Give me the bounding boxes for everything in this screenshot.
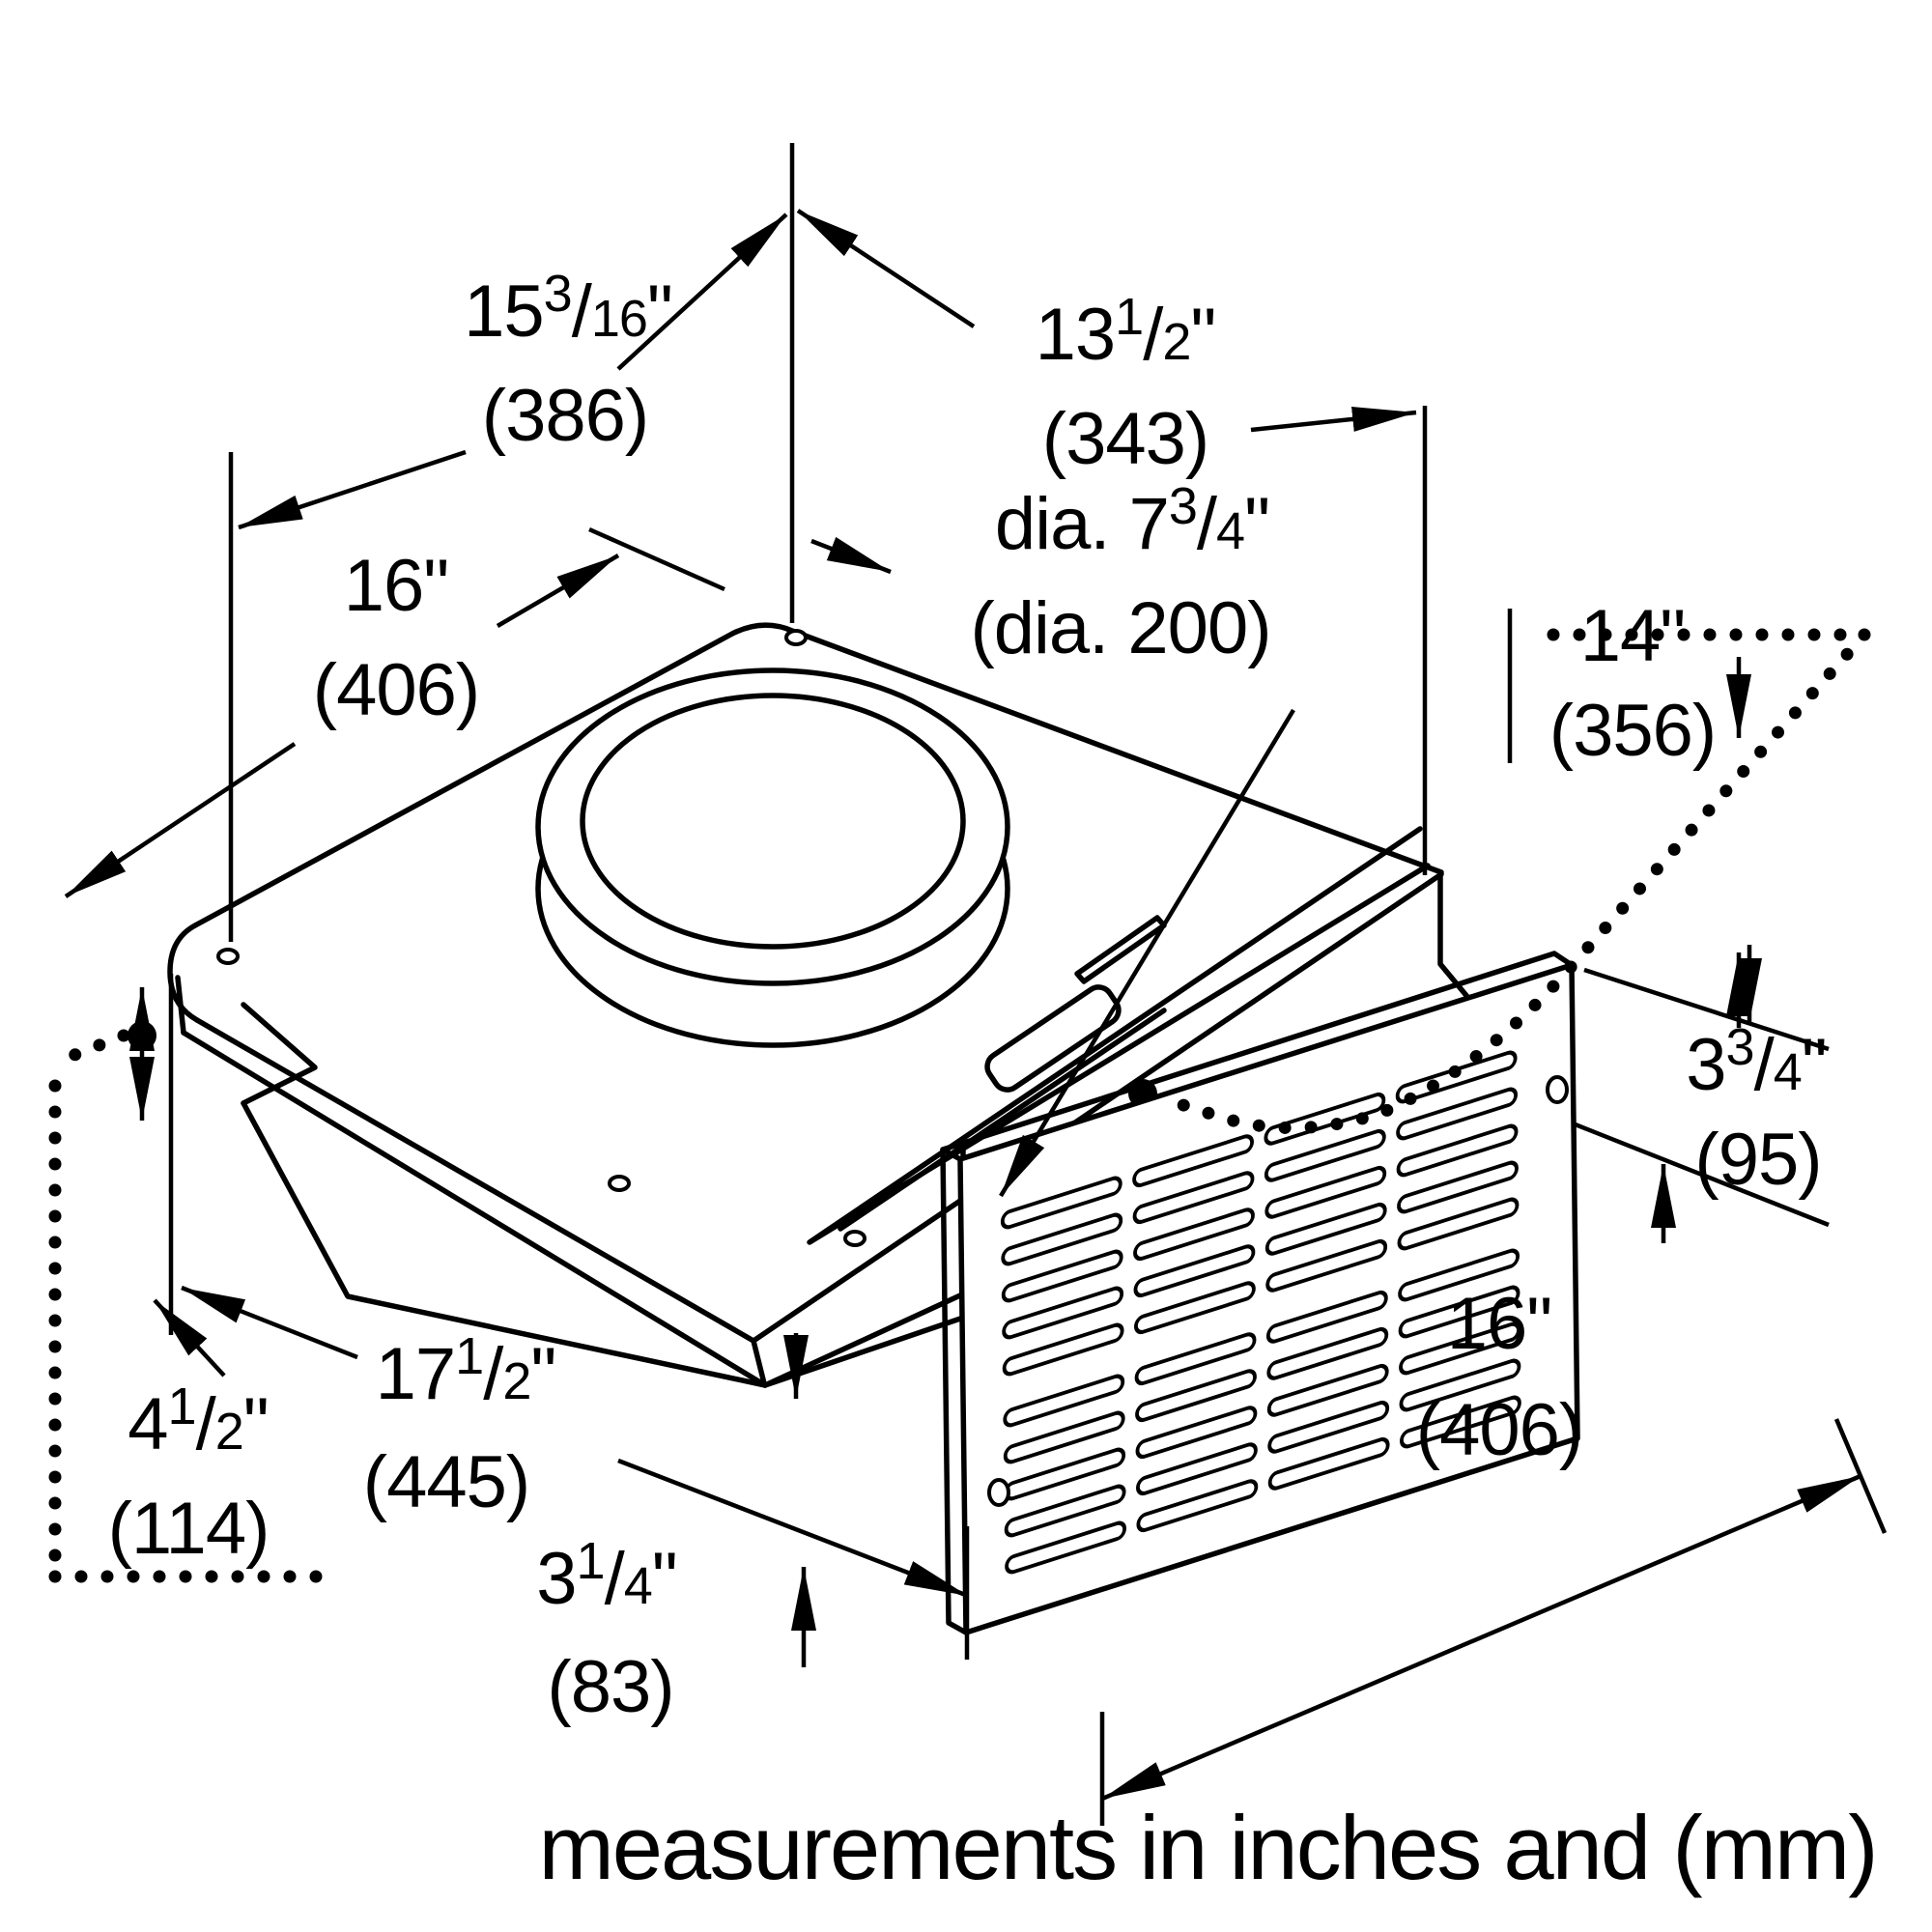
witness-line	[1583, 967, 1830, 1052]
dotted-diagonal-line	[1162, 628, 1871, 1135]
dim-13-1-2-label: 131/2"	[1036, 288, 1216, 376]
dim-dia-7-3-4: dia. 73/4" (dia. 200)	[810, 477, 1295, 1198]
louver-slat	[1002, 1286, 1124, 1340]
louver-slat	[1264, 1165, 1387, 1219]
body-bottom-left-edge	[241, 1100, 768, 1388]
left-face-fold	[241, 1002, 318, 1106]
witness-line	[1572, 1121, 1830, 1228]
louver-slat	[1001, 1249, 1123, 1303]
top-plate	[167, 622, 1444, 1386]
louver-slat	[1264, 1092, 1386, 1146]
louver-slat	[1267, 1400, 1390, 1454]
note-measurements: measurements in inches and (mm)	[538, 1797, 1876, 1898]
dim-16-top-mm: (406)	[313, 649, 479, 731]
louver-slat	[1264, 1128, 1386, 1182]
vent-panel-left-strip	[940, 1147, 969, 1635]
mounting-hole	[784, 629, 808, 646]
dim-16-top: 16" (406)	[64, 526, 725, 898]
louver-slat	[1266, 1363, 1389, 1417]
dim-15-3-16-label: 153/16"	[464, 265, 672, 353]
louver-slat	[1397, 1160, 1519, 1214]
mounting-hole	[843, 1230, 867, 1247]
mounting-hole	[608, 1175, 631, 1192]
louver-slat	[1133, 1208, 1255, 1262]
dim-15-3-16: 153/16" (386)	[228, 213, 788, 942]
louver-slat	[1001, 1212, 1123, 1266]
plate-front-right-edge	[751, 1198, 963, 1344]
dim-16-bottom-label: 16"	[1447, 1283, 1552, 1365]
louver-slat	[1135, 1369, 1257, 1423]
flange-rail	[807, 826, 1431, 1245]
louver-slat	[1396, 1087, 1519, 1141]
flange-slot	[984, 984, 1122, 1093]
louver-slat	[1265, 1238, 1388, 1293]
louver-slat	[1000, 1176, 1122, 1230]
mounting-hole	[216, 948, 240, 965]
dim-dia-mm: (dia. 200)	[970, 587, 1270, 669]
louver-slat	[1398, 1248, 1520, 1302]
flange-inner-line	[838, 1008, 1167, 1232]
hood-unit	[167, 618, 1580, 1659]
louver-slat	[1264, 1202, 1387, 1256]
dim-3-3-4-mm: (95)	[1694, 1119, 1821, 1201]
dim-dia-label: dia. 73/4"	[995, 477, 1269, 565]
body-band-left-edge	[175, 975, 186, 1036]
panel-screw-hole	[1546, 1075, 1569, 1104]
witness-tick	[588, 526, 725, 592]
louver-slat	[1134, 1332, 1257, 1386]
dim-4-1-2-mm: (114)	[108, 1488, 270, 1570]
louver-slat	[1002, 1322, 1124, 1377]
dim-13-1-2-mm: (343)	[1042, 398, 1208, 480]
louver-slat	[1400, 1395, 1521, 1449]
louver-slat	[1132, 1171, 1255, 1225]
dim-16-top-label: 16"	[344, 545, 449, 627]
vent-panel-top-strip	[940, 951, 1575, 1162]
dim-17-1-2-label: 171/2"	[376, 1327, 556, 1415]
louver-slat	[1398, 1285, 1520, 1339]
louver-slat	[1396, 1123, 1519, 1178]
dim-17-1-2-mm: (445)	[363, 1441, 529, 1523]
louver-slat	[1133, 1244, 1256, 1298]
body-lower	[175, 869, 1471, 1388]
louver-slat	[1399, 1321, 1520, 1376]
dim-3-1-4-label: 31/4"	[536, 1532, 676, 1620]
duct-collar-inner-rim	[580, 693, 966, 950]
dim-14: 14" (356)	[1162, 595, 1871, 1135]
dim-14-mm: (356)	[1549, 690, 1716, 772]
dim-15-3-16-mm: (386)	[482, 375, 648, 457]
louver-slat	[1399, 1358, 1521, 1412]
dim-16-bottom: 16" (406)	[1099, 1283, 1888, 1826]
louver-slat	[1266, 1326, 1389, 1380]
louver-slat	[1003, 1374, 1125, 1428]
dim-16-bottom-mm: (406)	[1416, 1389, 1582, 1471]
louver-slat	[1132, 1134, 1254, 1188]
duct-collar	[535, 668, 1010, 1048]
louver-slat	[1265, 1290, 1388, 1344]
dim-3-1-4-mm: (83)	[547, 1646, 673, 1728]
dim-4-1-2: 41/2" (114)	[48, 987, 327, 1583]
dim-4-1-2-label: 41/2"	[128, 1378, 268, 1465]
louver-slat	[1397, 1197, 1520, 1251]
dim-3-1-4: 31/4" (83)	[536, 1333, 816, 1728]
louver-slat	[1135, 1406, 1258, 1460]
dim-3-3-4-label: 33/4"	[1686, 1018, 1826, 1106]
dim-17-1-2: 171/2" (445)	[168, 974, 970, 1660]
panel-screw-hole	[987, 1478, 1010, 1507]
dim-13-1-2: 131/2" (343)	[796, 209, 1428, 875]
louver-slat	[1134, 1281, 1256, 1335]
dotted-stub	[53, 1029, 130, 1067]
dim-14-label: 14"	[1580, 595, 1686, 677]
dim-3-3-4: 33/4" (95)	[1572, 945, 1830, 1243]
louver-slat	[1003, 1410, 1125, 1464]
